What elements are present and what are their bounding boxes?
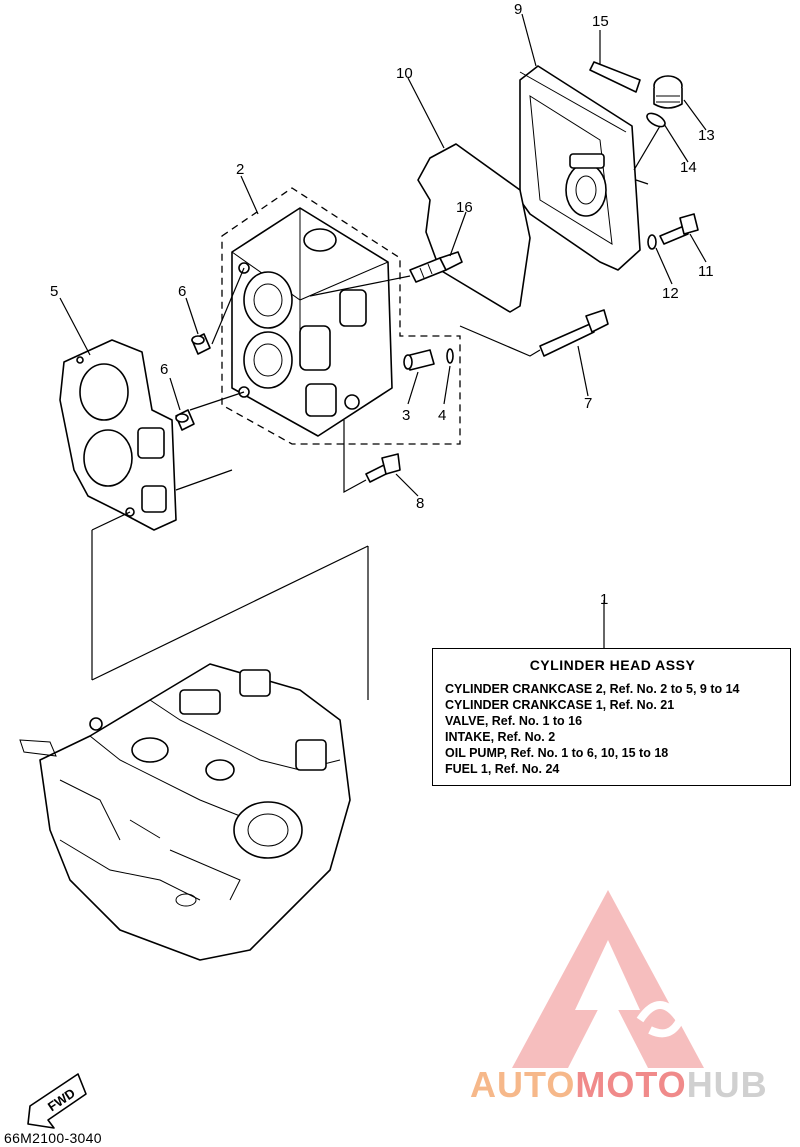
callout-label: 12 — [662, 285, 679, 302]
callout-label: 11 — [698, 263, 714, 280]
info-row: CYLINDER CRANKCASE 1, Ref. No. 21 — [445, 698, 675, 712]
callout-label: 1 — [600, 591, 608, 608]
callout-label: 15 — [592, 13, 609, 30]
spark-plug — [409, 251, 463, 283]
cylinder-head-cover — [519, 65, 641, 271]
oil-filler-cap — [653, 75, 683, 109]
info-row: VALVE, Ref. No. 1 to 16 — [445, 714, 583, 728]
washer — [446, 348, 454, 364]
dowel-pin — [191, 333, 211, 355]
info-row: CYLINDER CRANKCASE 2, Ref. No. 2 to 5, 9… — [445, 682, 740, 696]
head-gasket — [59, 339, 177, 531]
callout-label: 2 — [236, 161, 244, 178]
assembly-info-box: CYLINDER HEAD ASSY CYLINDER CRANKCASE 2,… — [432, 648, 791, 786]
watermark-logo-icon — [512, 890, 704, 1068]
info-row: INTAKE, Ref. No. 2 — [445, 730, 556, 744]
diagram-part-code: 66M2100-3040 — [4, 1130, 102, 1146]
forward-arrow-icon: FWD — [27, 1073, 87, 1129]
bolt — [365, 453, 401, 483]
callout-label: 16 — [456, 199, 473, 216]
dowel-pin — [175, 409, 195, 431]
label-sticker — [589, 61, 641, 93]
watermark-part: AUTO — [470, 1064, 576, 1105]
cover-bolt — [659, 213, 699, 245]
cover-bolt-washer — [647, 234, 657, 250]
info-box-title: CYLINDER HEAD ASSY — [529, 657, 696, 673]
callout-label: 8 — [416, 495, 424, 512]
assembly-boundary — [221, 187, 461, 445]
watermark-part: HUB — [686, 1064, 768, 1105]
cylinder-head — [231, 207, 393, 437]
info-row: FUEL 1, Ref. No. 24 — [445, 762, 560, 776]
engine-block — [19, 663, 351, 961]
callout-label: 10 — [396, 65, 413, 82]
cover-gasket — [417, 143, 531, 313]
watermark-part: MOTO — [575, 1064, 687, 1105]
callout-label: 7 — [584, 395, 592, 412]
o-ring — [646, 112, 666, 128]
callout-label: 14 — [680, 159, 697, 176]
plug-part — [403, 349, 435, 371]
callout-label: 6 — [160, 361, 168, 378]
callout-label: 5 — [50, 283, 58, 300]
callout-label: 6 — [178, 283, 186, 300]
callout-label: 4 — [438, 407, 446, 424]
callout-label: 13 — [698, 127, 715, 144]
watermark-text: AUTOMOTOHUB — [470, 1064, 768, 1106]
callout-label: 9 — [514, 1, 522, 18]
callout-label: 3 — [402, 407, 410, 424]
long-bolt — [539, 309, 609, 357]
leader-lines — [59, 13, 707, 700]
info-row: OIL PUMP, Ref. No. 1 to 6, 10, 15 to 18 — [445, 746, 669, 760]
